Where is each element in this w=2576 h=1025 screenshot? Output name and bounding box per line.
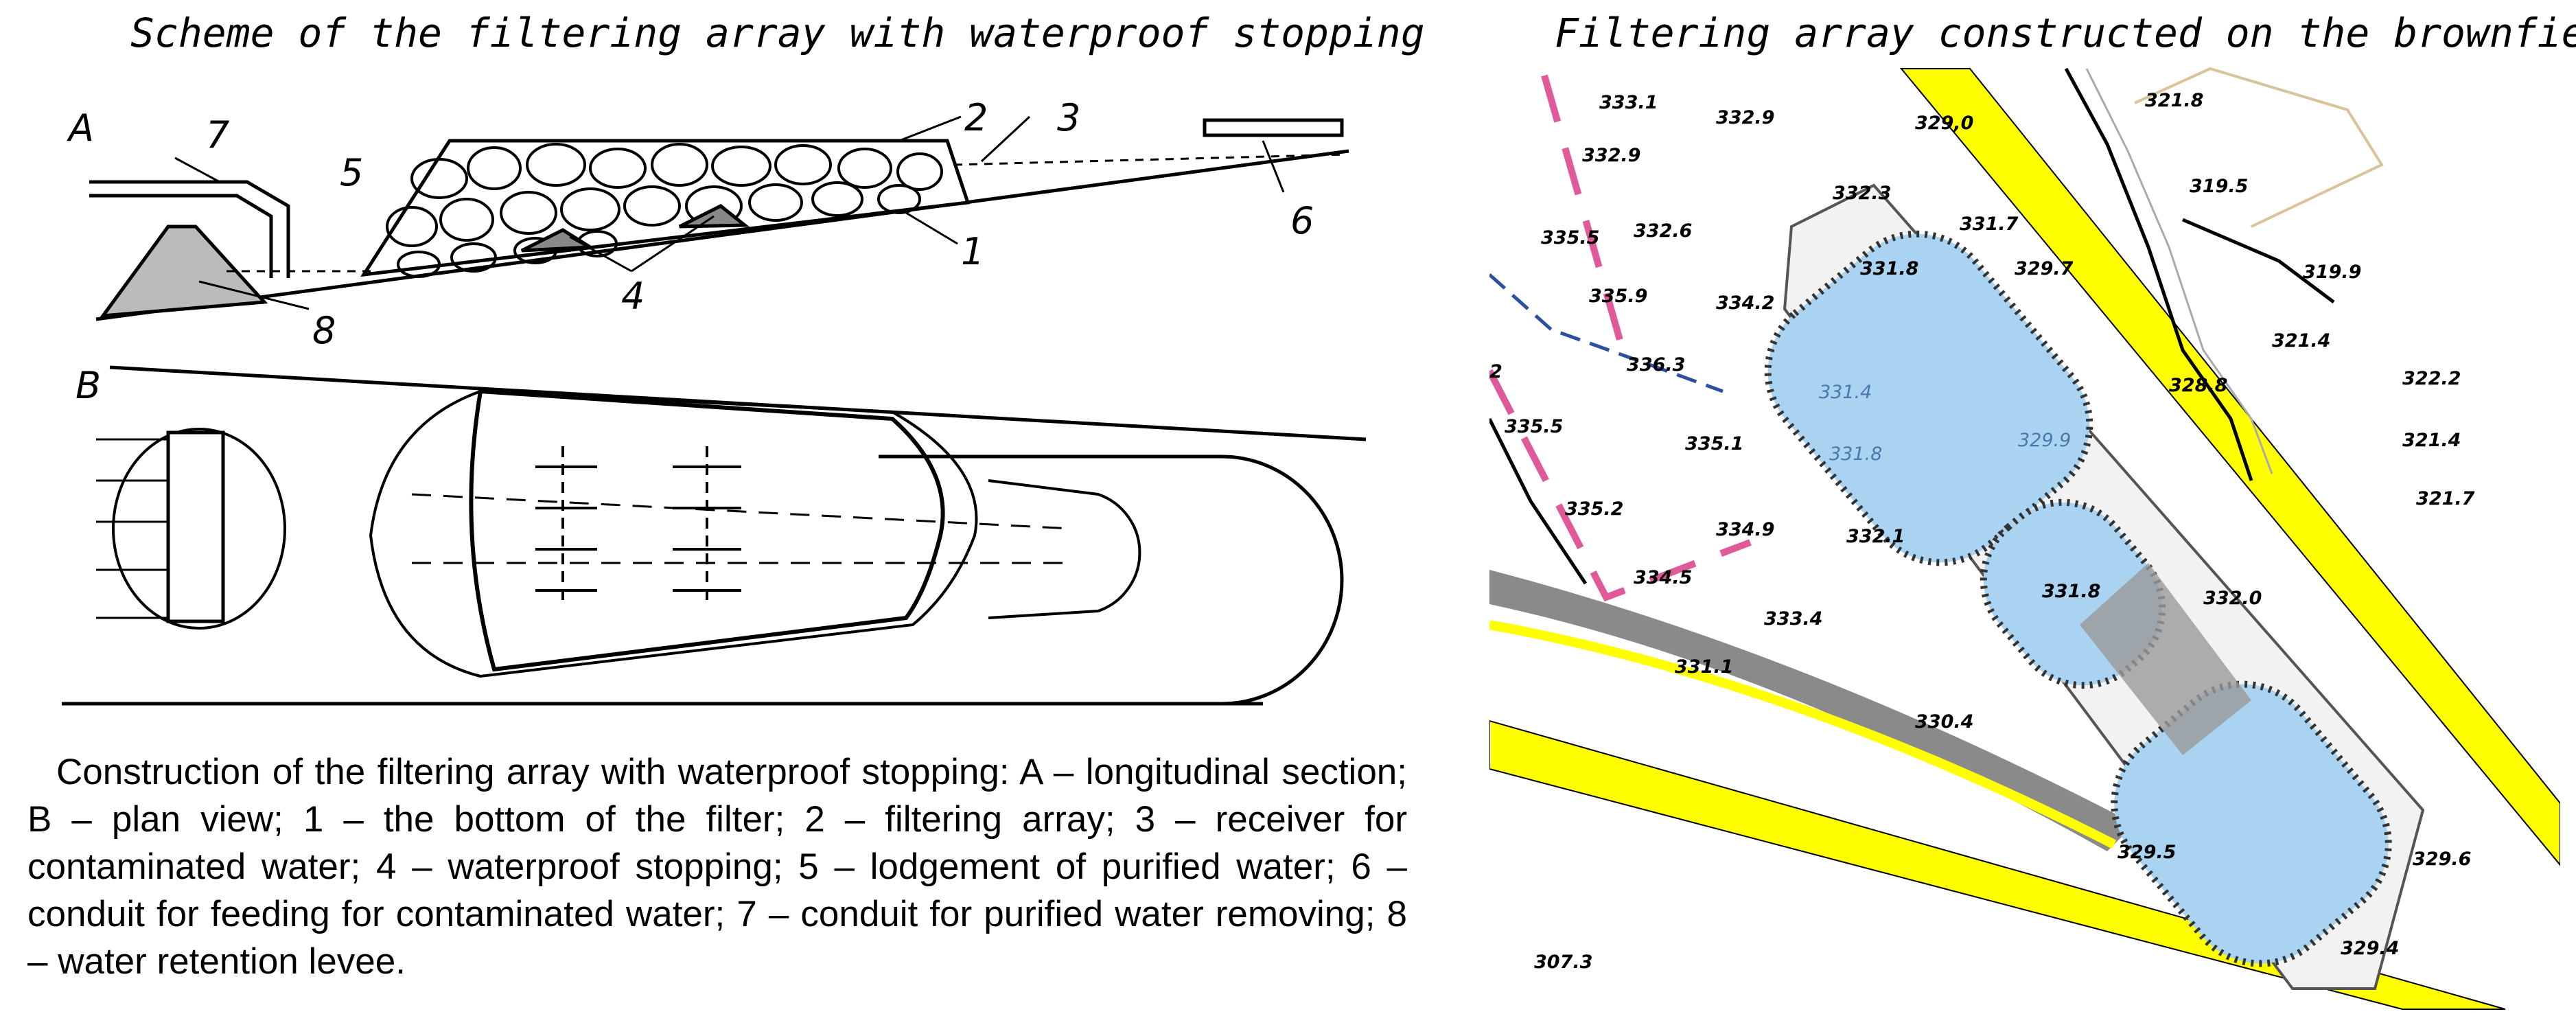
elev-label: 332.9 [1582, 145, 1640, 166]
elev-label: 334.9 [1716, 519, 1774, 540]
filtering-array-body [360, 139, 971, 277]
elev-label: 334.2 [1716, 292, 1774, 314]
figure-caption: Construction of the filtering array with… [27, 752, 1407, 982]
elev-label: 307.3 [1534, 952, 1592, 973]
plan-stopping-rows [535, 446, 741, 604]
elev-label: 332.9 [1716, 107, 1774, 128]
label-3: 3 [1057, 96, 1080, 139]
elev-label: 321.8 [2145, 90, 2203, 111]
elev-label: 2 [1489, 361, 1502, 382]
elev-label: 335.2 [1565, 498, 1623, 520]
elev-label: 335.5 [1541, 227, 1599, 249]
label-plan-b: B [76, 364, 101, 407]
plan-levee [112, 428, 286, 630]
purified-water-conduit [89, 180, 290, 278]
embankment [1489, 570, 2135, 851]
site-boundary [1541, 74, 1630, 365]
elev-label: 329,0 [1915, 113, 1973, 134]
label-4: 4 [621, 275, 645, 318]
water-retention-levee [99, 224, 268, 318]
plan-outer-curve [879, 454, 1344, 706]
rail-track [1489, 620, 2117, 849]
elev-label: 334.5 [1634, 567, 1692, 588]
longitudinal-section [89, 115, 1349, 321]
elev-label: 319.5 [2190, 176, 2248, 197]
conduit-line [1489, 273, 1724, 393]
elev-label: 329.9 [2018, 430, 2071, 451]
elev-label: 322.2 [2402, 368, 2461, 389]
elev-label: 329.6 [2413, 849, 2471, 870]
elev-label: 331.1 [1675, 656, 1733, 678]
label-7: 7 [206, 113, 229, 157]
plan-array-inner [469, 389, 945, 672]
label-5: 5 [340, 151, 363, 194]
brownfield-site-map: 333.1 332.9 329,0 321.8 332.9 332.3 319.… [1489, 67, 2560, 1010]
label-1: 1 [961, 230, 984, 273]
elev-label: 335.9 [1589, 286, 1647, 307]
main-road [1899, 68, 2560, 866]
elev-label: 335.1 [1685, 433, 1743, 454]
contaminated-water-conduit [1203, 118, 1344, 137]
waterproof-stopping-1 [520, 228, 596, 253]
pond-1 [1764, 230, 2093, 566]
site-boundary-lower [1489, 369, 1752, 602]
elev-label: 321.4 [2402, 430, 2461, 451]
elev-label: 330.4 [1915, 711, 1973, 733]
elev-label: 333.1 [1599, 92, 1658, 113]
elev-label: 333.4 [1764, 608, 1822, 630]
elev-label: 332.1 [1846, 526, 1905, 547]
filtering-array-stones [386, 143, 943, 278]
map-title: Filtering array constructed on the brown… [1555, 10, 2576, 56]
purified-water-conduit-inner [89, 194, 273, 278]
filtering-zone [2080, 563, 2251, 755]
black-contour-1 [2064, 67, 2253, 481]
elev-label: 328.8 [2169, 375, 2227, 396]
contaminated-water-surface [953, 153, 1346, 166]
elev-label: 321.4 [2272, 330, 2330, 352]
black-contour-2 [2182, 218, 2335, 303]
label-8: 8 [312, 309, 336, 352]
elev-label: 331.8 [2042, 581, 2100, 602]
elev-label: 331.8 [1829, 444, 1882, 465]
elev-label: 332.0 [2203, 588, 2262, 609]
elev-label: 319.9 [2303, 262, 2361, 283]
elev-label: 332.6 [1634, 220, 1692, 242]
label-6: 6 [1290, 199, 1314, 242]
plan-view [62, 365, 1367, 706]
tan-contour [2134, 67, 2384, 228]
filter-bottom-line [95, 149, 1349, 321]
elev-label: 321.7 [2416, 488, 2475, 509]
elev-label: 331.7 [1960, 214, 2019, 235]
label-2: 2 [964, 96, 988, 139]
elev-label: 329.7 [2015, 258, 2074, 279]
elev-label: 329.5 [2117, 842, 2176, 863]
filtering-array-scheme: A 7 5 2 3 6 1 4 8 B [62, 96, 1367, 706]
elev-label: 329.4 [2341, 938, 2399, 959]
elev-label: 335.5 [1505, 416, 1563, 437]
elev-label: 336.3 [1627, 354, 1685, 376]
elev-label: 331.8 [1860, 258, 1918, 279]
plan-array-outer [369, 389, 978, 678]
plan-levee-core [166, 430, 225, 623]
label-section-a: A [67, 106, 94, 150]
grey-contour-1 [2085, 68, 2273, 474]
elev-label: 332.3 [1833, 183, 1891, 204]
plan-inner-curve [988, 479, 1141, 619]
elev-label: 331.4 [1819, 382, 1872, 403]
scheme-title: Scheme of the filtering array with water… [130, 10, 1425, 56]
black-contour-3 [1489, 417, 1588, 585]
